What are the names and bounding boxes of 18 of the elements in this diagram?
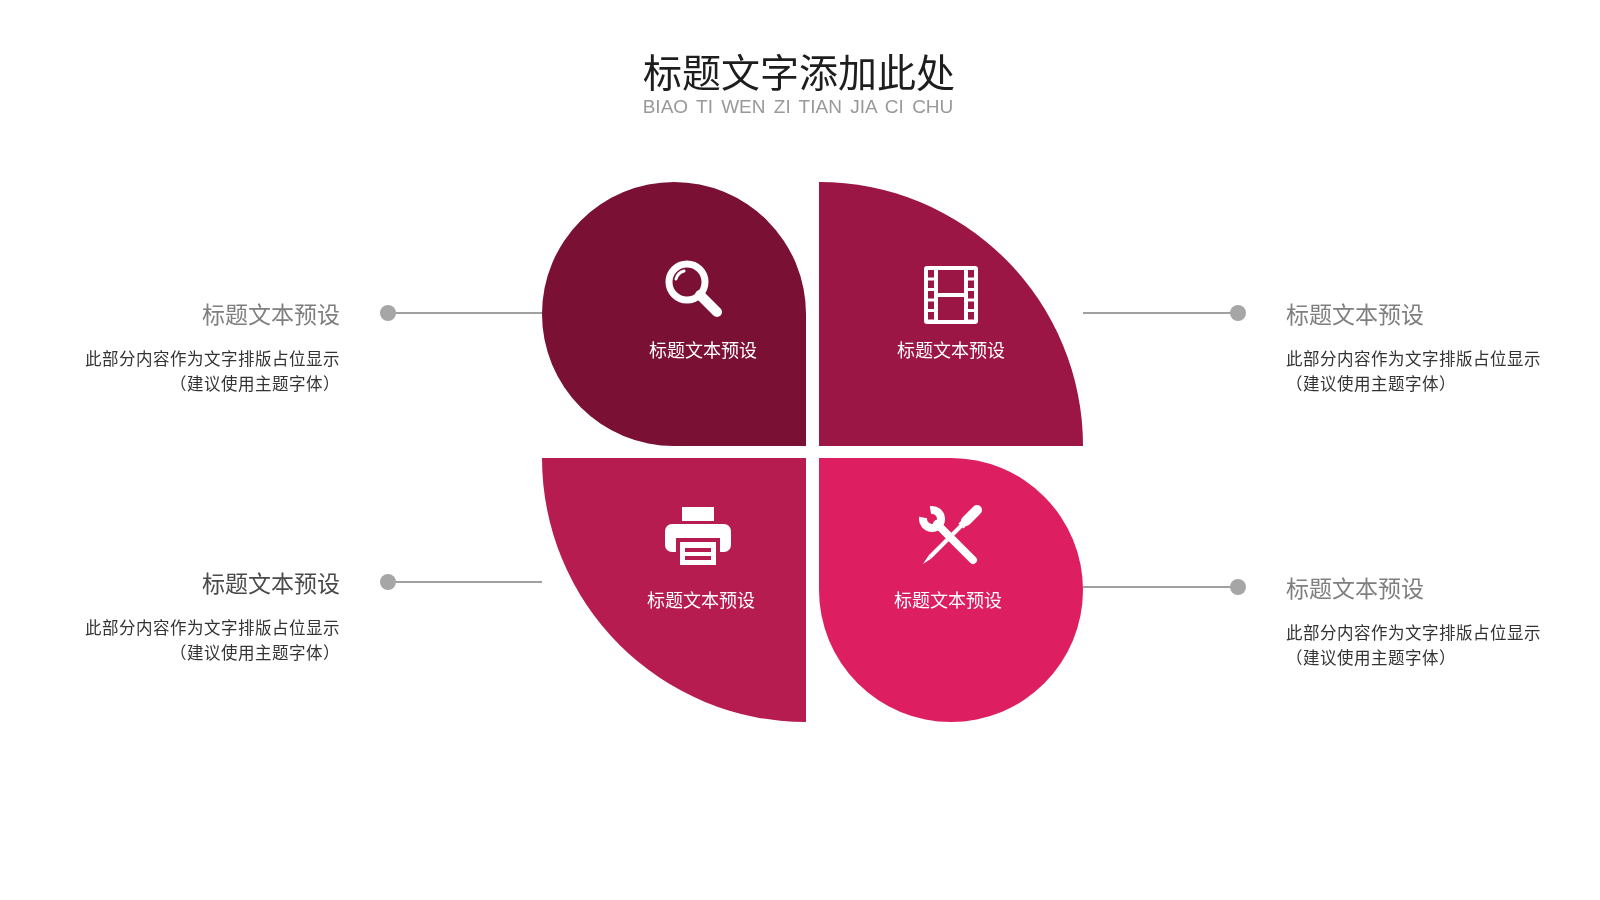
item-heading: 标题文本预设 (202, 570, 340, 598)
petal-label: 标题文本预设 (647, 590, 755, 612)
item-description: 此部分内容作为文字排版占位显示（建议使用主题字体） (1286, 623, 1542, 670)
subtitle: BIAO TI WEN ZI TIAN JIA CI CHU (642, 96, 954, 118)
item-heading: 标题文本预设 (202, 301, 340, 329)
petal-label: 标题文本预设 (649, 340, 757, 362)
item-heading: 标题文本预设 (1286, 575, 1424, 603)
petal-label: 标题文本预设 (897, 340, 1005, 362)
item-description: 此部分内容作为文字排版占位显示（建议使用主题字体） (84, 349, 340, 396)
leader-line (1082, 305, 1246, 321)
petal-label: 标题文本预设 (894, 590, 1002, 612)
item-heading: 标题文本预设 (1286, 301, 1424, 329)
item-description: 此部分内容作为文字排版占位显示（建议使用主题字体） (1286, 349, 1542, 396)
leader-line (380, 574, 543, 590)
leader-line (1082, 579, 1246, 595)
title: 标题文字添加此处 (643, 54, 955, 94)
item-description: 此部分内容作为文字排版占位显示（建议使用主题字体） (84, 618, 340, 665)
leader-line (380, 305, 543, 321)
